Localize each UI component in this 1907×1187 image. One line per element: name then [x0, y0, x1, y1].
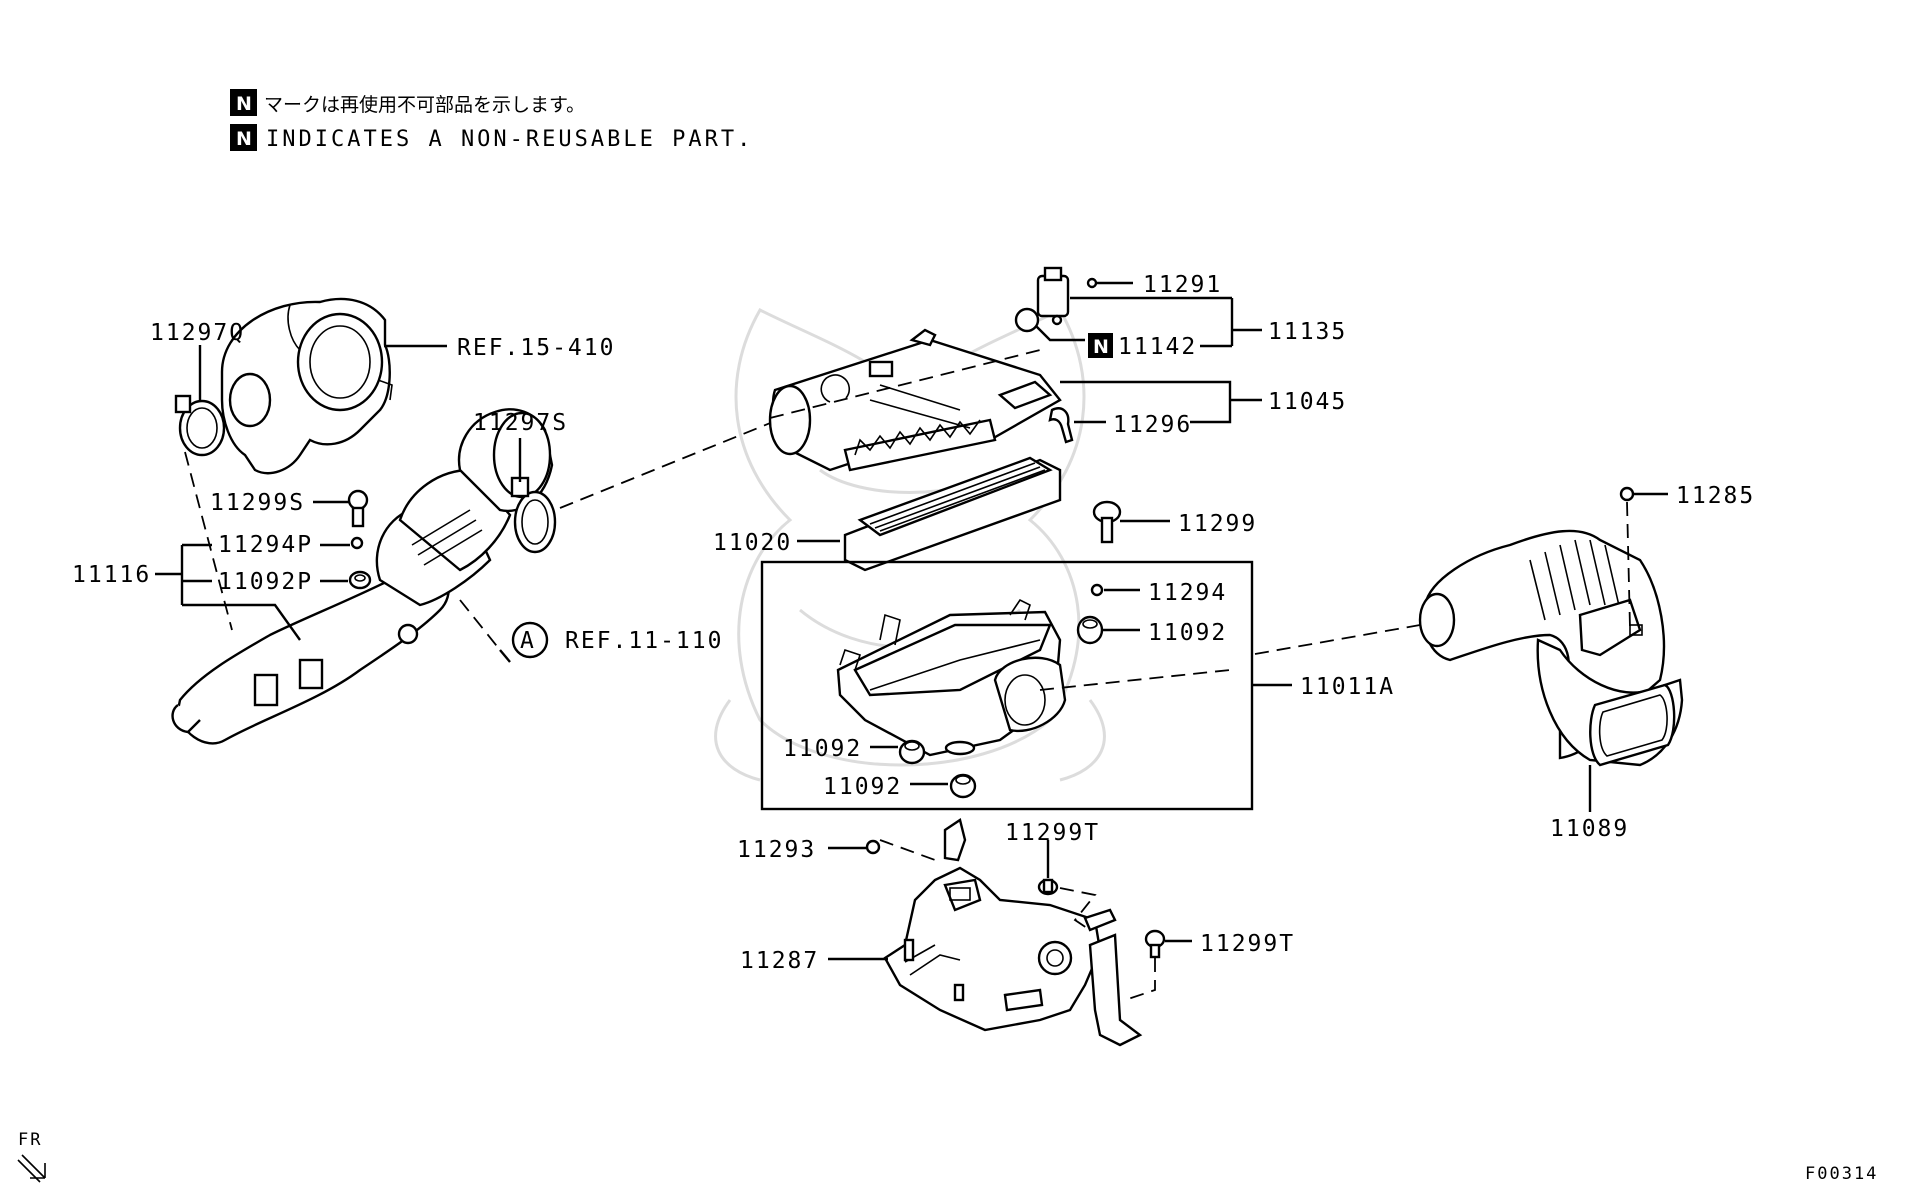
n-badge-english-text: N — [236, 128, 252, 150]
label-11299t-upper: 11299T — [1005, 820, 1100, 846]
grommet-11294 — [1090, 583, 1104, 597]
label-11092p: 11092P — [218, 569, 313, 595]
air-filter-element-11020 — [843, 456, 1062, 572]
n-badge-11142 — [1088, 333, 1113, 358]
non-reusable-note: N マークは再使用不可部品を示します。 N INDICATES A NON-RE… — [230, 89, 753, 152]
hose-clamp-11297q — [174, 394, 226, 457]
ref-11-110-label: REF.11-110 — [565, 628, 723, 654]
bolt-11299t-lower — [1144, 929, 1166, 959]
note-japanese: マークは再使用不可部品を示します。 — [264, 94, 585, 116]
n-badge-11142-text: N — [1093, 336, 1109, 358]
hose-clamp-11297s — [510, 476, 557, 554]
grommet-11092-top — [1076, 615, 1104, 645]
label-11089: 11089 — [1550, 816, 1629, 842]
label-11299: 11299 — [1178, 511, 1257, 537]
front-direction-arrow-icon — [17, 1154, 46, 1183]
label-11092-bottom: 11092 — [823, 774, 902, 800]
label-11092-top: 11092 — [1148, 620, 1227, 646]
ref-15-410-label: REF.15-410 — [457, 335, 615, 361]
label-11020: 11020 — [713, 530, 792, 556]
clip-11296 — [1048, 407, 1074, 444]
oring-11142 — [1014, 307, 1040, 333]
label-11299t-lower: 11299T — [1200, 931, 1295, 957]
label-11285: 11285 — [1676, 483, 1755, 509]
label-11287: 11287 — [740, 948, 819, 974]
label-11011a: 11011A — [1300, 674, 1395, 700]
label-11291: 11291 — [1143, 272, 1222, 298]
turbocharger-ref — [220, 297, 393, 475]
label-11294: 11294 — [1148, 580, 1227, 606]
label-11142: 11142 — [1118, 334, 1197, 360]
bolt-11285 — [1619, 486, 1635, 502]
air-intake-duct-11089 — [1418, 529, 1684, 767]
grommet-11092-mid — [898, 739, 926, 765]
bolt-11299t-upper — [1037, 878, 1059, 896]
label-11092-mid: 11092 — [783, 736, 862, 762]
air-intake-pipe-11116 — [171, 408, 554, 745]
grommet-11092p — [348, 570, 372, 590]
air-cleaner-lower-case-11011a — [836, 598, 1067, 757]
bolt-11299s — [347, 489, 369, 528]
front-direction-label: FR — [18, 1130, 42, 1150]
label-11294p: 11294P — [218, 532, 313, 558]
label-11297s: 11297S — [473, 410, 568, 436]
n-badge-japanese-text: N — [236, 93, 252, 115]
label-11297q: 11297Q — [150, 320, 245, 346]
n-badge-japanese — [230, 89, 257, 116]
note-english: INDICATES A NON-REUSABLE PART. — [266, 127, 753, 152]
label-11135: 11135 — [1268, 319, 1347, 345]
air-cleaner-bracket-11287 — [883, 818, 1143, 1047]
circle-a-marker — [511, 621, 549, 659]
label-11116: 11116 — [72, 562, 151, 588]
screw-11291 — [1086, 277, 1098, 289]
figure-code: F00314 — [1805, 1164, 1878, 1184]
label-11293: 11293 — [737, 837, 816, 863]
nut-11293 — [865, 839, 881, 855]
label-11296: 11296 — [1113, 412, 1192, 438]
label-11299s: 11299S — [210, 490, 305, 516]
circle-a-text: A — [520, 628, 536, 654]
airflow-sensor-11135 — [1036, 266, 1070, 326]
air-cleaner-cover-11045 — [768, 328, 1062, 472]
bolt-11299 — [1092, 500, 1122, 544]
grommet-11294p — [350, 536, 364, 550]
n-badge-english — [230, 124, 257, 151]
label-11045: 11045 — [1268, 389, 1347, 415]
grommet-11092-bottom — [949, 773, 977, 799]
